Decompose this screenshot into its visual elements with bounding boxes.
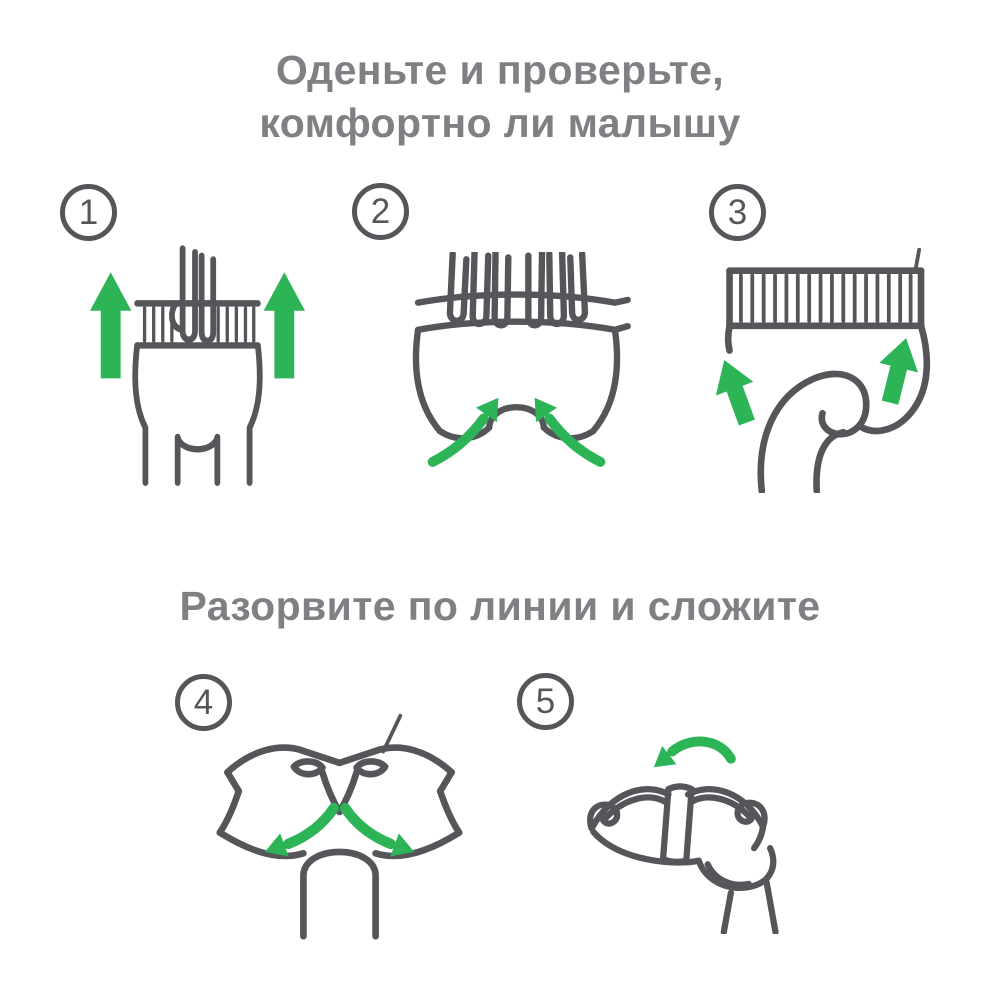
title-line-2: комфортно ли малышу [259,100,741,147]
section-dress-check-title: Оденьте и проверьте, комфортно ли малышу [0,44,1000,151]
step-1-illustration-pull-up-pants-icon [90,245,305,486]
step-5-number: 5 [535,681,556,721]
section-tear-fold-title: Разорвите по линии и сложите [0,580,1000,633]
title-line-3: Разорвите по линии и сложите [179,583,821,629]
step-2-number: 2 [370,191,391,231]
cuff-check-arrow-icons [715,338,919,426]
step-3-illustration-check-cuff-icon [715,247,931,493]
step-1-number: 1 [78,192,99,232]
step-5-number-badge: 5 [517,673,574,730]
step-3-number: 3 [727,192,748,232]
fold-over-arrow-icon [653,736,736,768]
tear-direction-arrow-icons [264,802,415,857]
fit-check-arrow-icons [427,397,606,467]
step-4-number-badge: 4 [175,674,232,731]
cuff-and-hand-outline [724,247,931,493]
step-2-number-badge: 2 [352,183,409,240]
step-3-number-badge: 3 [709,184,766,241]
step-4-illustration-tear-open-icon [216,713,463,940]
step-5-illustration-roll-and-tape-icon [587,736,779,934]
pull-up-arrow-icons [90,272,305,379]
pants-outline [132,245,263,486]
title-line-1: Оденьте и проверьте, [275,47,725,93]
rolled-diaper-and-hand-outline [587,783,779,934]
waistband-and-hands-outline [412,252,631,442]
step-4-number: 4 [193,682,214,722]
torn-diaper-outline [216,713,463,940]
step-1-number-badge: 1 [60,184,117,241]
step-2-illustration-adjust-waist-icon [412,252,631,467]
